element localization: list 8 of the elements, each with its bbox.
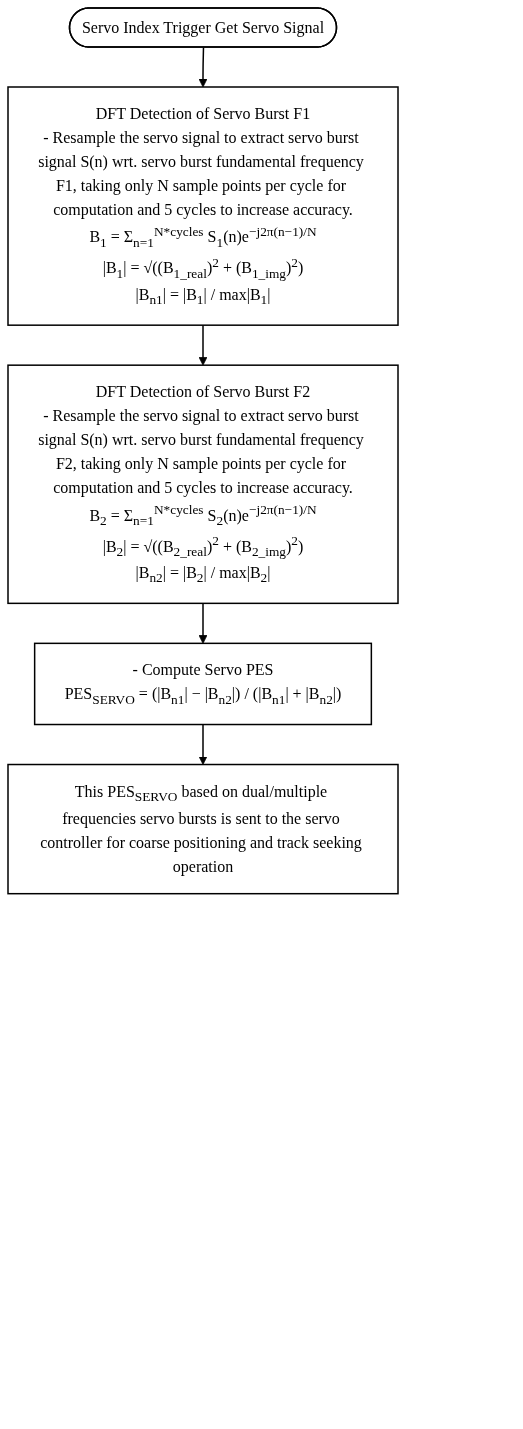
node-box: DFT Detection of Servo Burst F2 - Resample the servo signal to extract servo burst signal S(n) wrt. servo burst fundamental frequency F2, taking only N sample points per cycle for computation and 5 cycles to increase accuracy. B$_{2}$ = Σ$_{n=1}$$^{N*cycles}$ S$_{2}$(n)e$^{−j2π(n−1)/N}$ |B$_{2}$| = √((B$_{2_real}$)$^{2}$ + (B$_{2_img}$)$^{2}$) |B$_{n2}$| = |B$_{2}$| / max|B$_{2}$| [7, 364, 399, 605]
arrow [198, 723, 208, 765]
arrow [198, 46, 208, 88]
node-box: This PES$_{SERVO}$ based on dual/multiple frequencies servo bursts is sent to the servo controller for coarse positioning and track seeking operation [7, 763, 399, 895]
node-box: - Compute Servo PES PES$_{SERVO}$ = (|B$_{n1}$| − |B$_{n2}$|) / (|B$_{n1}$| + |B$_{n2}$|) [33, 642, 373, 726]
node-box: DFT Detection of Servo Burst F1 - Resample the servo signal to extract servo burst signal S(n) wrt. servo burst fundamental frequency F1, taking only N sample points per cycle for computation and 5 cycles to increase accuracy. B$_{1}$ = Σ$_{n=1}$$^{N*cycles}$ S$_{1}$(n)e$^{−j2π(n−1)/N}$ |B$_{1}$| = √((B$_{1_real}$)$^{2}$ + (B$_{1_img}$)$^{2}$) |B$_{n1}$| = |B$_{1}$| / max|B$_{1}$| [7, 86, 399, 326]
arrow [198, 324, 208, 366]
arrow [198, 602, 208, 644]
